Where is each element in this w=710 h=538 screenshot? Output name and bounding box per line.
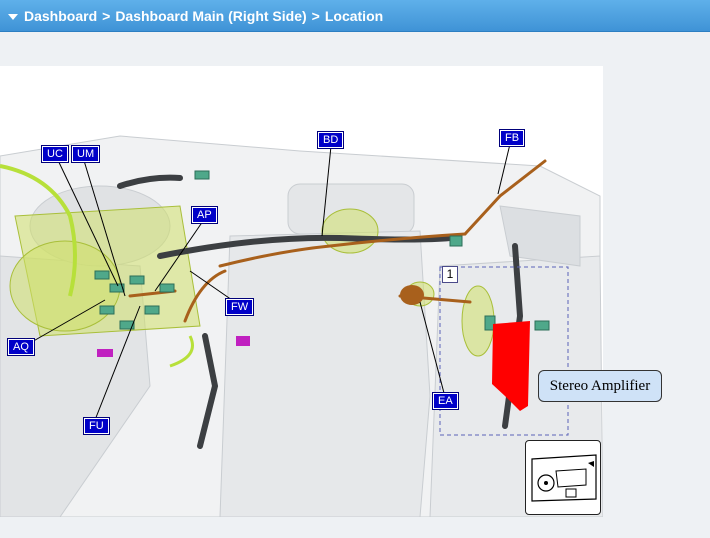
breadcrumb-separator: > xyxy=(311,7,320,24)
breadcrumb-separator: > xyxy=(102,7,111,24)
callout-fw: FW xyxy=(224,298,255,316)
callout-ea: EA xyxy=(432,392,459,410)
stereo-amplifier-part xyxy=(492,321,530,411)
breadcrumb-item-location: Location xyxy=(324,7,384,24)
dashboard-location-diagram: UC UM BD FB AP FW AQ EA FU 1 xyxy=(0,66,603,517)
breadcrumb-item-dashboard-main[interactable]: Dashboard Main (Right Side) xyxy=(115,7,307,24)
dashboard-illustration xyxy=(0,135,603,517)
index-number-box: 1 xyxy=(442,266,458,283)
vehicle-locator-thumbnail[interactable] xyxy=(525,440,601,515)
callout-fb: FB xyxy=(498,129,526,147)
stereo-amplifier-tooltip: Stereo Amplifier xyxy=(538,370,662,402)
breadcrumb-item-dashboard[interactable]: Dashboard xyxy=(24,7,98,24)
collapse-caret-icon[interactable] xyxy=(8,13,18,20)
callout-fu: FU xyxy=(83,417,110,435)
callout-aq: AQ xyxy=(7,338,35,356)
callout-bd: BD xyxy=(316,131,345,149)
callout-um: UM xyxy=(70,145,101,163)
callout-ap: AP xyxy=(191,206,218,224)
breadcrumb: Dashboard > Dashboard Main (Right Side) … xyxy=(0,0,710,32)
dashboard-thumbnail-icon xyxy=(531,454,597,502)
callout-uc: UC xyxy=(41,145,69,163)
